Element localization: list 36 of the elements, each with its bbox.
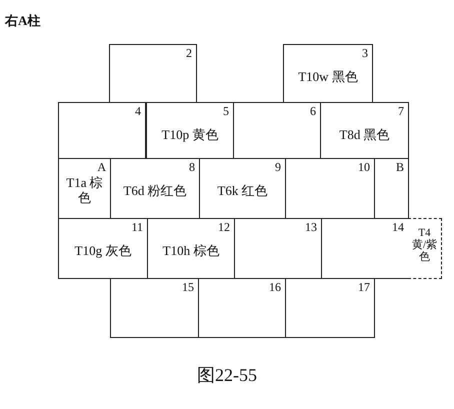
pin-number: 3 (362, 46, 368, 60)
pin-number: 4 (135, 104, 141, 118)
wire-label: T6d 粉红色 (122, 183, 188, 198)
pin-number: 17 (358, 280, 370, 294)
wire-label: T6k 红色 (216, 183, 269, 198)
wire-label: T8d 黑色 (338, 127, 391, 142)
wire-label: T10g 灰色 (74, 243, 132, 258)
pin-number: 15 (182, 280, 194, 294)
wire-label: T4 黄/紫色 (410, 227, 438, 263)
terminal-cell (109, 44, 197, 103)
terminal-cell (283, 44, 373, 103)
wire-label: T10h 棕色 (162, 243, 220, 258)
wire-label: T10w 黑色 (297, 69, 359, 84)
pin-number: 13 (305, 220, 317, 234)
pin-number: 7 (398, 104, 404, 118)
pin-number: 11 (131, 220, 143, 234)
pin-number: 14 (392, 220, 404, 234)
pin-number: 5 (223, 104, 229, 118)
pin-number: 16 (269, 280, 281, 294)
terminal-cell (58, 102, 146, 159)
pin-number: 10 (358, 160, 370, 174)
wire-label: T1a 棕色 (65, 175, 104, 205)
pin-number: 8 (189, 160, 195, 174)
terminal-cell (110, 278, 199, 338)
pin-number: 2 (186, 46, 192, 60)
pin-number: 9 (275, 160, 281, 174)
pin-number: A (97, 160, 106, 174)
wire-label: T10p 黄色 (160, 127, 220, 142)
pin-number: 6 (310, 104, 316, 118)
pin-number: 12 (218, 220, 230, 234)
terminal-cell (146, 102, 234, 159)
figure-caption: 图22-55 (196, 364, 258, 387)
pin-number: B (396, 160, 404, 174)
diagram-title: 右A柱 (5, 12, 40, 30)
optional-terminal-cell (408, 218, 442, 279)
terminal-cell (285, 278, 375, 338)
